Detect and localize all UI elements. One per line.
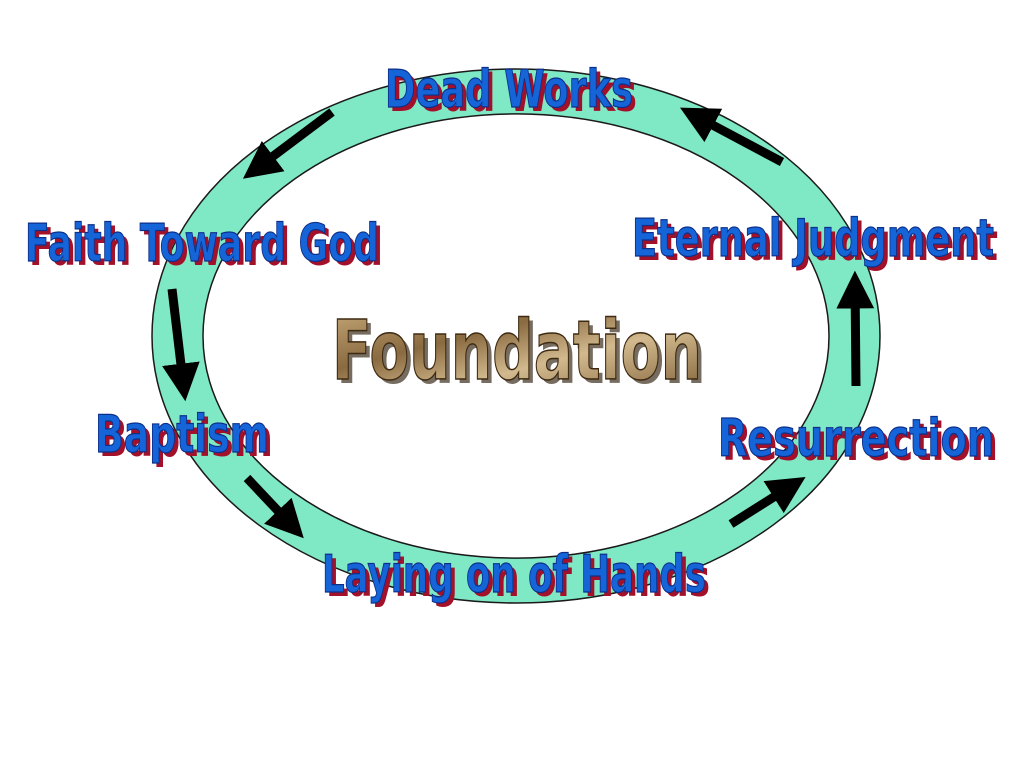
node-label-shadow: Laying on of Hands xyxy=(326,549,710,609)
node-laying-on-of-hands: Laying on of Hands Laying on of Hands xyxy=(321,544,710,609)
arrow-faith-to-baptism xyxy=(162,288,200,402)
arrow-laying-on-to-resurrection xyxy=(728,476,806,528)
node-eternal-judgment: Eternal Judgment Eternal Judgment xyxy=(631,208,998,273)
node-label-shadow: Eternal Judgment xyxy=(636,213,998,273)
arrow-baptism-to-laying-on xyxy=(243,474,304,539)
flow-arrows xyxy=(162,107,875,539)
node-baptism: Baptism Baptism xyxy=(94,404,273,469)
node-resurrection: Resurrection Resurrection xyxy=(717,408,998,473)
node-label-shadow: Resurrection xyxy=(722,413,998,473)
node-label: Baptism xyxy=(95,405,269,465)
cycle-ring xyxy=(151,68,881,604)
node-label: Resurrection xyxy=(718,409,994,469)
node-label-shadow: Dead Works xyxy=(389,64,637,124)
center-label-shadow: Foundation xyxy=(336,308,706,403)
node-faith-toward-god: Faith Toward God Faith Toward God xyxy=(24,213,383,278)
arrow-resurrection-to-judgment xyxy=(836,270,875,387)
node-label: Eternal Judgment xyxy=(632,209,994,269)
node-dead-works: Dead Works Dead Works xyxy=(384,59,637,124)
node-label-shadow: Faith Toward God xyxy=(29,218,383,278)
center-label: Foundation xyxy=(332,304,702,399)
node-label-shadow: Baptism xyxy=(99,409,273,469)
arrow-judgment-to-dead-works xyxy=(679,107,785,166)
node-label: Laying on of Hands xyxy=(322,545,706,605)
node-label: Faith Toward God xyxy=(25,214,379,274)
node-label: Dead Works xyxy=(385,60,633,120)
arrow-dead-works-to-faith xyxy=(242,108,335,179)
